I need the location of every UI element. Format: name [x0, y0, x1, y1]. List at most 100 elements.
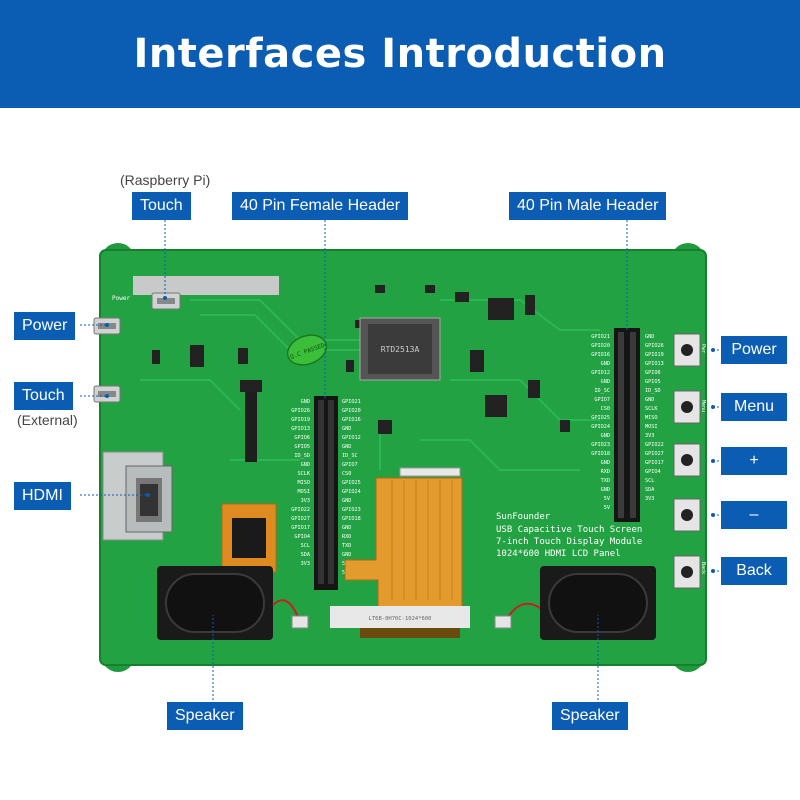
svg-text:CS0: CS0 — [342, 471, 351, 477]
svg-text:RXD: RXD — [342, 534, 351, 540]
svg-text:Menu: Menu — [700, 400, 706, 412]
svg-text:SDA: SDA — [645, 487, 655, 493]
svg-text:GND: GND — [342, 444, 351, 450]
svg-text:GPIO25: GPIO25 — [591, 415, 610, 421]
power-left-label: Power — [14, 312, 76, 340]
svg-text:GPIO18: GPIO18 — [342, 516, 361, 522]
svg-text:GPIO6: GPIO6 — [645, 370, 661, 376]
power-right-label: Power — [721, 336, 787, 364]
svg-text:GPIO23: GPIO23 — [342, 507, 361, 513]
svg-text:GPIO19: GPIO19 — [645, 352, 664, 358]
svg-text:GND: GND — [342, 525, 351, 531]
female-pin-header — [314, 396, 338, 590]
touch-top-label: Touch — [132, 192, 191, 220]
svg-text:GPIO24: GPIO24 — [591, 424, 610, 430]
svg-text:GND: GND — [342, 552, 351, 558]
svg-text:GPIO12: GPIO12 — [342, 435, 361, 441]
svg-text:GPIO20: GPIO20 — [591, 343, 610, 349]
svg-text:GND: GND — [342, 426, 351, 432]
svg-text:GPIO17: GPIO17 — [291, 525, 310, 531]
svg-text:GND: GND — [301, 399, 310, 405]
svg-text:GPIO16: GPIO16 — [342, 417, 361, 423]
svg-text:7-inch Touch Display Module: 7-inch Touch Display Module — [496, 537, 642, 547]
svg-text:GPIO23: GPIO23 — [591, 442, 610, 448]
svg-text:GPIO22: GPIO22 — [645, 442, 664, 448]
svg-text:GND: GND — [645, 334, 654, 340]
svg-text:LT6B-0H70C-1024*600: LT6B-0H70C-1024*600 — [369, 616, 432, 622]
svg-text:GPIO16: GPIO16 — [591, 352, 610, 358]
svg-text:CS0: CS0 — [601, 406, 610, 412]
male-pin-labels: GPIO21 GPIO20 GPIO16 GND GPIO12 GND ID_S… — [591, 334, 664, 511]
svg-text:GPIO27: GPIO27 — [645, 451, 664, 457]
raspberry-pi-note: (Raspberry Pi) — [120, 172, 211, 188]
svg-text:GPIO26: GPIO26 — [291, 408, 310, 414]
svg-text:RTD2513A: RTD2513A — [381, 345, 420, 354]
board-description: SunFounder USB Capacitive Touch Screen 7… — [496, 512, 642, 559]
svg-text:3V3: 3V3 — [301, 498, 310, 504]
speaker-left-label: Speaker — [167, 702, 243, 730]
svg-text:GPIO5: GPIO5 — [645, 379, 661, 385]
speaker-left — [157, 566, 309, 640]
svg-text:USB Capacitive Touch Screen: USB Capacitive Touch Screen — [496, 525, 642, 535]
svg-text:GND: GND — [601, 361, 610, 367]
svg-text:GPIO18: GPIO18 — [591, 451, 610, 457]
metal-strip — [133, 276, 279, 295]
svg-text:GPIO24: GPIO24 — [342, 489, 361, 495]
male-header-label: 40 Pin Male Header — [509, 192, 667, 220]
svg-text:GPIO21: GPIO21 — [591, 334, 610, 340]
speaker-right-label: Speaker — [552, 702, 628, 730]
svg-text:GND: GND — [342, 498, 351, 504]
title-banner: Interfaces Introduction — [0, 0, 800, 108]
svg-text:GPIO17: GPIO17 — [645, 460, 664, 466]
svg-text:ID_SD: ID_SD — [294, 453, 310, 459]
plus-label: + — [721, 447, 787, 475]
svg-text:GPIO4: GPIO4 — [294, 534, 310, 540]
svg-text:MOSI: MOSI — [298, 489, 311, 495]
svg-text:SCL: SCL — [645, 478, 654, 484]
callout-dots — [105, 296, 715, 573]
svg-text:GND: GND — [645, 397, 654, 403]
tactile-buttons: Pwr Menu Back — [673, 333, 706, 589]
svg-text:1024*600 HDMI LCD Panel: 1024*600 HDMI LCD Panel — [496, 549, 621, 559]
svg-text:SCLK: SCLK — [298, 471, 311, 477]
svg-text:Back: Back — [700, 562, 706, 574]
svg-text:GPIO5: GPIO5 — [294, 444, 310, 450]
female-pin-labels: GND GPIO26 GPIO19 GPIO13 GPIO6 GPIO5 ID_… — [291, 399, 361, 576]
hdmi-port — [102, 451, 173, 541]
touch-left-label: Touch — [14, 382, 73, 410]
svg-text:GPIO25: GPIO25 — [342, 480, 361, 486]
svg-text:Pwr: Pwr — [700, 344, 706, 353]
svg-text:GPIO27: GPIO27 — [291, 516, 310, 522]
back-label: Back — [721, 557, 787, 585]
male-pin-header — [614, 328, 640, 522]
svg-text:3V3: 3V3 — [301, 561, 310, 567]
speaker-right — [494, 566, 656, 640]
svg-text:3V3: 3V3 — [645, 433, 654, 439]
lcd-flex-cable: LT6B-0H70C-1024*600 — [330, 467, 470, 638]
svg-text:GND: GND — [601, 487, 610, 493]
main-controller-chip: RTD2513A — [359, 317, 441, 381]
svg-text:MISO: MISO — [298, 480, 311, 486]
svg-text:GPIO13: GPIO13 — [291, 426, 310, 432]
svg-text:MOSI: MOSI — [645, 424, 658, 430]
svg-text:SCLK: SCLK — [645, 406, 658, 412]
page-title: Interfaces Introduction — [133, 31, 667, 77]
svg-text:TXD: TXD — [342, 543, 351, 549]
svg-text:GND: GND — [601, 379, 610, 385]
female-header-label: 40 Pin Female Header — [232, 192, 409, 220]
brand-silk: SunFounder — [496, 512, 551, 522]
svg-text:MISO: MISO — [645, 415, 658, 421]
hdmi-label: HDMI — [14, 482, 71, 510]
svg-text:GPIO7: GPIO7 — [342, 462, 358, 468]
silk-power-label: Power — [112, 295, 130, 302]
svg-text:GND: GND — [601, 433, 610, 439]
qc-passed-sticker: Q.C PASSED — [286, 334, 328, 366]
svg-text:TXD: TXD — [601, 478, 610, 484]
svg-text:GPIO26: GPIO26 — [645, 343, 664, 349]
svg-text:GPIO20: GPIO20 — [342, 408, 361, 414]
svg-text:GPIO22: GPIO22 — [291, 507, 310, 513]
svg-text:GPIO12: GPIO12 — [591, 370, 610, 376]
svg-text:GPIO4: GPIO4 — [645, 469, 661, 475]
svg-text:5V: 5V — [604, 505, 610, 511]
